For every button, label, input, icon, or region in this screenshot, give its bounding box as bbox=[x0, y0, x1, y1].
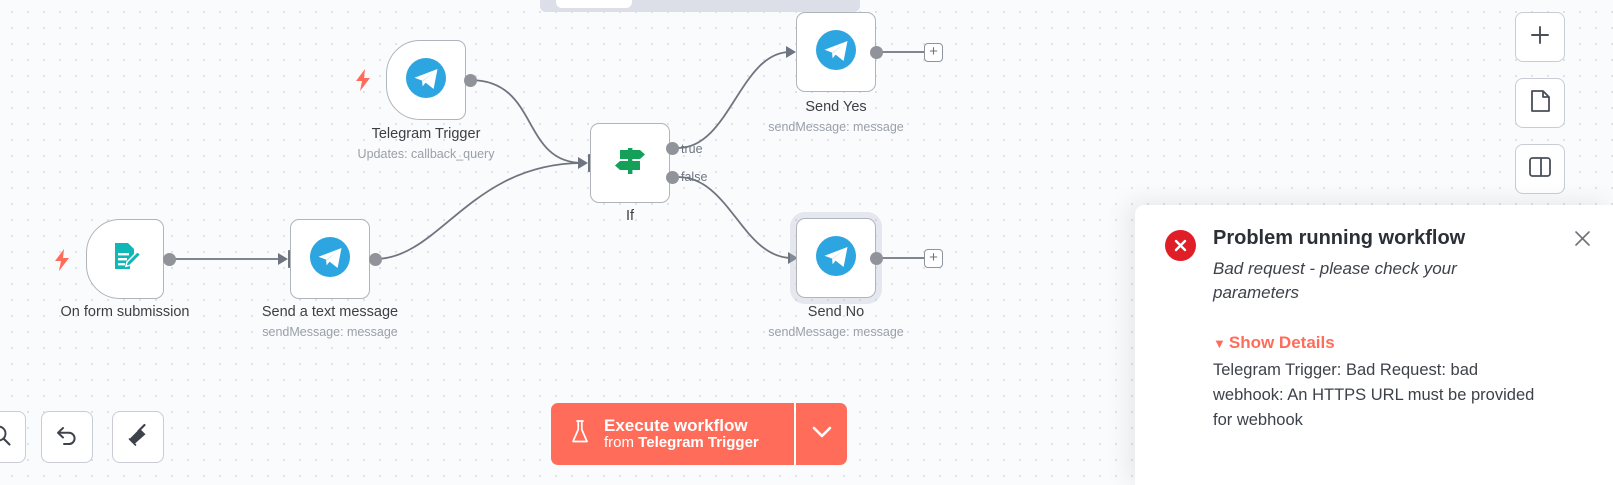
magnifier-icon bbox=[0, 423, 12, 452]
node-send-a-text-message[interactable] bbox=[290, 219, 370, 299]
output-dot-if-false[interactable] bbox=[666, 171, 679, 184]
node-label-telegram-trigger: Telegram Trigger bbox=[371, 126, 481, 142]
node-if[interactable] bbox=[590, 123, 670, 203]
show-details-label: Show Details bbox=[1228, 333, 1335, 353]
execute-workflow-control[interactable]: Execute workflow from Telegram Trigger bbox=[551, 403, 847, 465]
node-label-on-form-submission: On form submission bbox=[60, 304, 190, 320]
add-node-stub-send-yes[interactable]: + bbox=[924, 43, 943, 62]
telegram-icon bbox=[815, 29, 857, 76]
close-icon[interactable] bbox=[1571, 227, 1593, 249]
branch-label-false: false bbox=[681, 170, 708, 184]
node-sublabel-send-no: sendMessage: message bbox=[768, 325, 904, 339]
undo-button[interactable] bbox=[41, 411, 93, 463]
branch-label-true: true bbox=[681, 142, 703, 156]
sticky-note-icon bbox=[1529, 89, 1551, 118]
error-toast-details: Telegram Trigger: Bad Request: bad webho… bbox=[1213, 361, 1535, 430]
output-dot-if-true[interactable] bbox=[666, 142, 679, 155]
panel-split-icon bbox=[1528, 156, 1552, 183]
trigger-bolt-icon-form bbox=[52, 248, 72, 277]
node-send-yes[interactable] bbox=[796, 12, 876, 92]
telegram-icon bbox=[405, 57, 447, 104]
output-dot-send-yes[interactable] bbox=[870, 46, 883, 59]
add-sticky-note-button[interactable] bbox=[1515, 78, 1565, 128]
zoom-to-fit-button[interactable] bbox=[0, 411, 26, 463]
chevron-down-icon bbox=[810, 424, 834, 445]
output-dot-on-form-submission[interactable] bbox=[163, 253, 176, 266]
node-label-send-yes: Send Yes bbox=[805, 99, 867, 115]
error-toast-title: Problem running workflow bbox=[1213, 227, 1466, 249]
trigger-bolt-icon-telegram bbox=[353, 68, 373, 97]
output-dot-send-no[interactable] bbox=[870, 252, 883, 265]
toggle-log-panel-button[interactable] bbox=[1515, 144, 1565, 194]
node-label-send-a-text-message: Send a text message bbox=[261, 304, 399, 320]
node-label-send-no: Send No bbox=[807, 304, 865, 320]
execute-button-divider bbox=[794, 403, 796, 465]
tab-bar-stub bbox=[540, 0, 860, 12]
undo-arrow-icon bbox=[54, 423, 80, 452]
triangle-down-icon: ▼ bbox=[1213, 336, 1226, 352]
telegram-icon bbox=[815, 235, 857, 282]
output-dot-send-a-text-message[interactable] bbox=[369, 253, 382, 266]
output-dot-telegram-trigger[interactable] bbox=[464, 74, 477, 87]
show-details-toggle[interactable]: ▼Show Details bbox=[1213, 333, 1335, 353]
tab-chip[interactable] bbox=[556, 0, 632, 8]
tidy-up-button[interactable] bbox=[112, 411, 164, 463]
error-toast: Problem running workflow Bad request - p… bbox=[1135, 205, 1613, 485]
node-telegram-trigger[interactable] bbox=[386, 40, 466, 120]
execute-workflow-title: Execute workflow bbox=[604, 416, 748, 436]
execute-subtitle-target: Telegram Trigger bbox=[638, 434, 759, 452]
execute-workflow-subtitle: from Telegram Trigger bbox=[604, 434, 759, 452]
flask-icon bbox=[569, 419, 591, 450]
execute-workflow-button[interactable]: Execute workflow from Telegram Trigger bbox=[551, 403, 794, 465]
signpost-icon bbox=[611, 142, 649, 185]
error-circle-icon bbox=[1165, 230, 1196, 261]
add-node-stub-send-no[interactable]: + bbox=[924, 249, 943, 268]
execute-workflow-dropdown-button[interactable] bbox=[796, 403, 847, 465]
node-send-no[interactable] bbox=[796, 218, 876, 298]
broom-icon bbox=[125, 422, 151, 453]
node-sublabel-send-a-text-message: sendMessage: message bbox=[262, 325, 398, 339]
plus-icon bbox=[1529, 24, 1551, 51]
execute-subtitle-prefix: from bbox=[604, 434, 639, 452]
node-on-form-submission[interactable] bbox=[86, 219, 164, 299]
add-node-button[interactable] bbox=[1515, 12, 1565, 62]
form-edit-icon bbox=[107, 239, 143, 280]
telegram-icon bbox=[309, 236, 351, 283]
error-toast-message: Bad request - please check your paramete… bbox=[1213, 259, 1457, 303]
node-sublabel-send-yes: sendMessage: message bbox=[768, 120, 904, 134]
node-label-if: If bbox=[625, 208, 635, 224]
node-sublabel-telegram-trigger: Updates: callback_query bbox=[357, 147, 495, 161]
